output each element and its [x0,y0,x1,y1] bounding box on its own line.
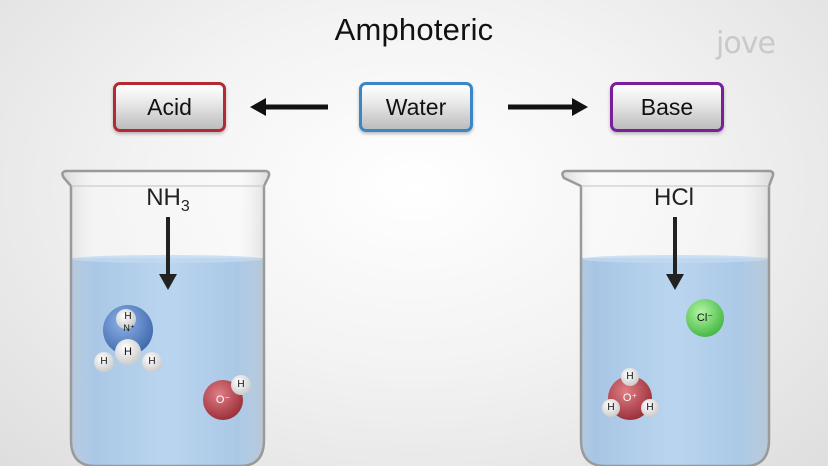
water-box: Water [359,82,473,132]
acid-box: Acid [113,82,226,132]
ammonium-ion [94,305,162,372]
water-label: Water [385,93,447,120]
hydrogen-atom [142,352,162,372]
jove-logo: jove [716,26,776,61]
nitrogen-atom [103,305,153,355]
nh3-formula: NH3 [128,184,208,216]
chloride-label: Cl⁻ [696,312,714,324]
hydrogen-atom [115,339,141,365]
left-down-arrow-icon [159,217,177,290]
hcl-formula: HCl [654,184,694,211]
ammonium-h-left-label: H [100,356,108,367]
hydrogen-atom [641,399,659,417]
chloride-ion [686,299,724,337]
hydronium-o-label: O⁺ [622,392,638,404]
hydrogen-atom [621,368,639,386]
nh3-main: NH [146,184,181,211]
hydroxide-h-label: H [237,379,245,390]
hydronium-h-right-label: H [646,402,654,413]
ammonium-h-top-label: H [124,311,132,322]
nh3-subscript: 3 [180,197,190,215]
right-beaker [561,169,775,466]
hydronium-h-left-label: H [607,402,615,413]
acid-label: Acid [147,93,192,120]
ammonium-h-right-label: H [148,356,156,367]
right-down-arrow-icon [666,217,684,290]
page-title: Amphoteric [334,12,494,47]
ammonium-n-label: N⁺ [123,323,135,333]
hydroxide-o-label: O⁻ [215,394,231,406]
hydronium-h-top-label: H [626,371,634,382]
hydrogen-atom [94,352,114,372]
arrow-right-icon [508,98,588,116]
base-box: Base [610,82,724,132]
hydrogen-atom [602,399,620,417]
ammonium-h-center-label: H [124,346,132,358]
hydrogen-atom [231,375,251,395]
hydroxide-ion [203,375,251,420]
chlorine-atom [686,299,724,337]
hydrogen-atom [116,309,136,329]
arrow-left-icon [250,98,328,116]
hydronium-ion [602,368,659,420]
base-label: Base [640,93,694,120]
